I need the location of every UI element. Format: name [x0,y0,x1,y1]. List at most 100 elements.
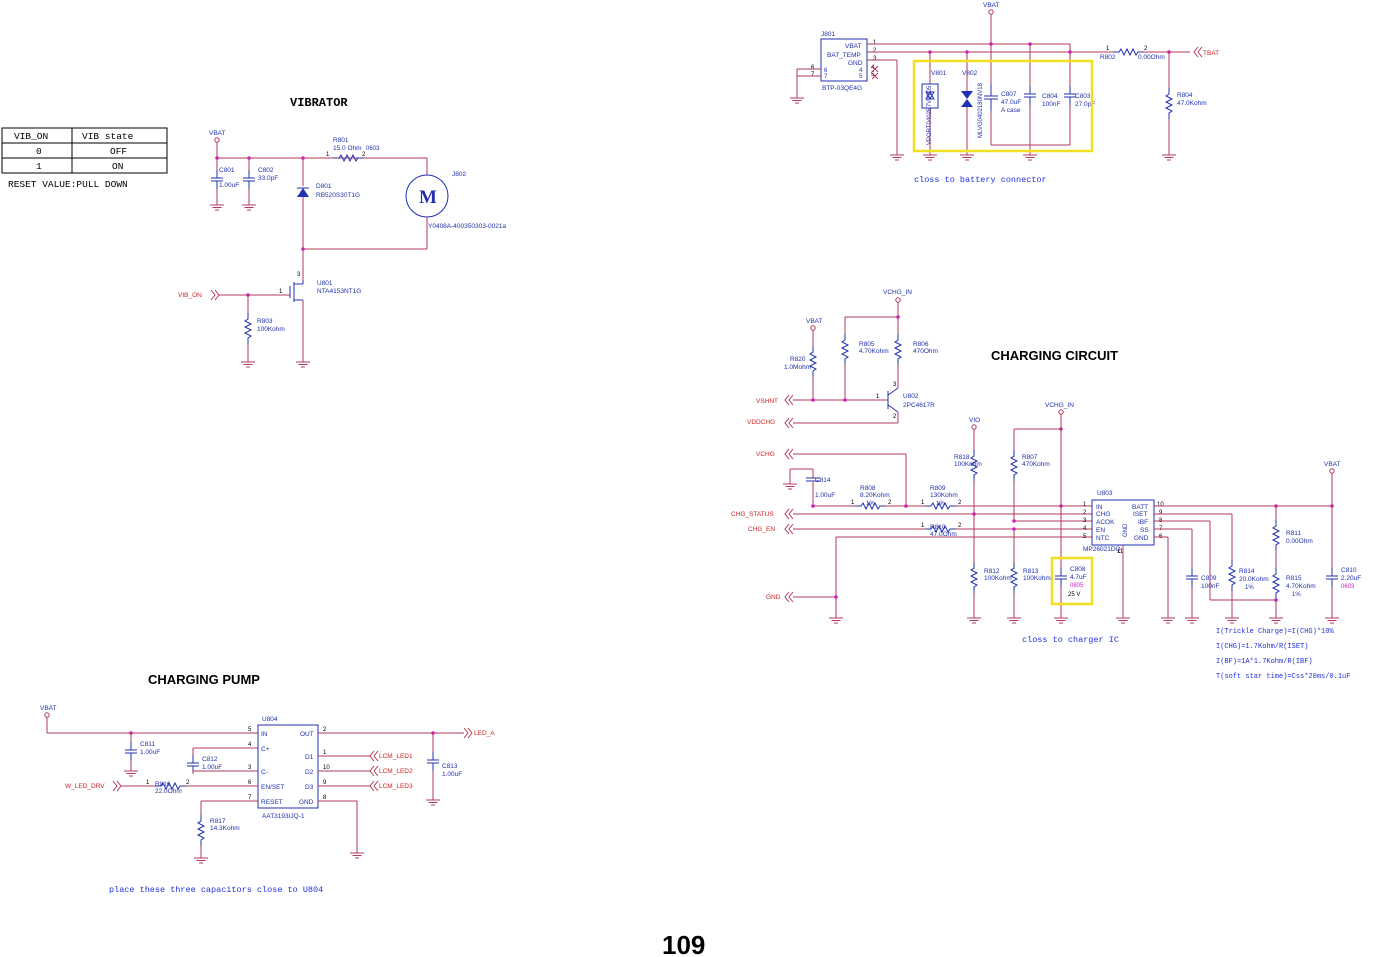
capacitor-c808: C808 4.7uF 0805 25 V [1053,506,1087,624]
u804-pin-in: IN [261,731,268,738]
lcm-led1-label: LCM_LED1 [379,753,413,760]
r812-value: 100Kohm [984,575,1012,582]
c801-value: 1.00uF [219,182,239,189]
resistor-r804: R804 47.0Kohm [1161,52,1207,161]
c807-ref: C807 [1001,91,1017,98]
tbat-label: TBAT [1203,50,1219,57]
r808-value: 8.20Kohm [860,492,890,499]
lcm-led2-label: LCM_LED2 [379,768,413,775]
net-vib-on: VIB_ON [178,289,290,301]
table-header-vib-on: VIB_ON [14,131,48,142]
battery-note: closs to battery connector [914,175,1047,185]
r801-package: 0603 [366,146,380,152]
r805-value: 4.70Kohm [859,348,889,355]
u803-pin-ibf: IBF [1138,519,1148,526]
resistor-r815: R815 4.70Kohm 1% [1268,567,1316,624]
c804-ref: C804 [1042,93,1058,100]
r815-ref: R815 [1286,575,1302,582]
v802-value: MLVG0402180NV18 [978,82,984,138]
u804-pin-cplus: C+ [261,746,270,753]
r817-ref: R817 [210,818,226,825]
table-note: RESET VALUE:PULL DOWN [8,179,128,190]
u801-ref: U801 [317,280,333,287]
net-chg-status: CHG_STATUS [731,508,1092,520]
c813-ref: C813 [442,763,458,770]
c809-value: 100nF [1201,583,1219,590]
svg-text:2: 2 [362,152,366,158]
formula-soft-start: T(soft star time)=Css*20ms/0.1uF [1216,673,1350,681]
svg-text:1: 1 [323,750,327,756]
gnd-net-label: GND [766,594,781,601]
capacitor-c802: C802 33.0pF [241,158,278,211]
table-header-vib-state: VIB state [82,131,134,142]
vib-state-table: VIB_ON VIB state 0 OFF 1 ON RESET VALUE:… [1,127,168,190]
charger-note: closs to charger IC [1022,635,1119,645]
v802-ref: V802 [962,70,978,77]
net-vddchg: VDDCHG [747,412,899,429]
charging-pump-section: CHARGING PUMP VBAT U804 IN C+ C- EN/SET … [40,672,495,895]
formula-ichg: I(CHG)=1.7Kohm/R(ISET) [1216,643,1308,651]
svg-text:4: 4 [248,742,252,748]
resistor-r808: R808 8.20Kohm 1% 1 2 [851,485,892,510]
svg-text:3: 3 [248,765,252,771]
highlight-c808 [1050,556,1094,606]
vibrator-section: VIBRATOR VIB_ON VIB state 0 OFF 1 ON RES… [1,96,506,368]
net-vchg: VCHG [756,448,907,506]
r815-tolerance: 1% [1292,592,1301,598]
vib-on-label: VIB_ON [178,292,202,299]
c813-value: 1.00uF [442,771,462,778]
r808-ref: R808 [860,485,876,492]
resistor-r813: R813 100Kohm [1006,527,1051,624]
vbat-label: VBAT [209,130,226,137]
r818-value: 100Kohm [954,461,982,468]
w-led-drv-label: W_LED_DRV [65,783,105,790]
c801-ref: C801 [219,167,235,174]
svg-text:3: 3 [1083,518,1087,524]
charging-circuit-section: CHARGING CIRCUIT VCHG_IN R805 4.70Kohm R… [731,289,1361,681]
r807-ref: R807 [1022,454,1038,461]
r812-ref: R812 [984,568,1000,575]
r813-value: 100Kohm [1023,575,1051,582]
r820-ref: R820 [790,356,806,363]
formula-ibf: I(BF)=1A*1.7Kohm/R(IBF) [1216,658,1313,666]
chg-status-label: CHG_STATUS [731,511,774,518]
vshnt-label: VSHNT [756,398,778,405]
svg-text:2: 2 [958,523,962,529]
c807-value: 47.0uF [1001,99,1021,106]
charging-pump-title: CHARGING PUMP [148,672,260,687]
c802-ref: C802 [258,167,274,174]
r809-value: 130Kohm [930,492,958,499]
svg-text:3: 3 [893,382,897,388]
r811-ref: R811 [1286,530,1301,537]
svg-text:5: 5 [1083,534,1087,540]
resistor-r817: R817 14.3Kohm [193,800,258,864]
svg-text:1: 1 [921,500,925,506]
ic-u803: U803 IN CHG ACOK EN NTC BATT ISET IBF SS… [1083,490,1164,555]
u802-value: 2PC4617R [903,402,935,409]
u803-pin-batt: BATT [1132,504,1148,511]
svg-text:2: 2 [888,500,892,506]
pump-note: place these three capacitors close to U8… [109,885,323,895]
r803-ref: R803 [257,318,273,325]
c803-value: 27.0pF [1075,101,1095,108]
charging-circuit-title: CHARGING CIRCUIT [991,348,1118,363]
capacitor-c801: C801 1.00uF [209,158,239,211]
battery-vbat-label: VBAT [983,2,1000,9]
r804-value: 47.0Kohm [1177,100,1207,107]
capacitor-c813: C813 1.00uF [425,733,462,806]
vio-label: VIO [969,417,980,424]
capacitor-c812: C812 1.00uF [186,747,258,775]
v801-value: VPORT0402E7V0V05 [927,85,933,145]
svg-text:4: 4 [871,65,875,71]
u804-pin-en-set: EN/SET [261,784,285,791]
u803-ref: U803 [1097,490,1113,497]
r810-value: 47.0Ohm [930,531,957,538]
u803-value: MP26021DQ [1083,546,1121,553]
r814-value: 20.0Kohm [1239,576,1269,583]
vchg-label: VCHG [756,451,775,458]
u803-pin-iset: ISET [1133,511,1147,518]
j801-pin-vbat: VBAT [845,43,862,50]
c812-value: 1.00uF [202,764,222,771]
c811-value: 1.00uF [140,749,160,756]
